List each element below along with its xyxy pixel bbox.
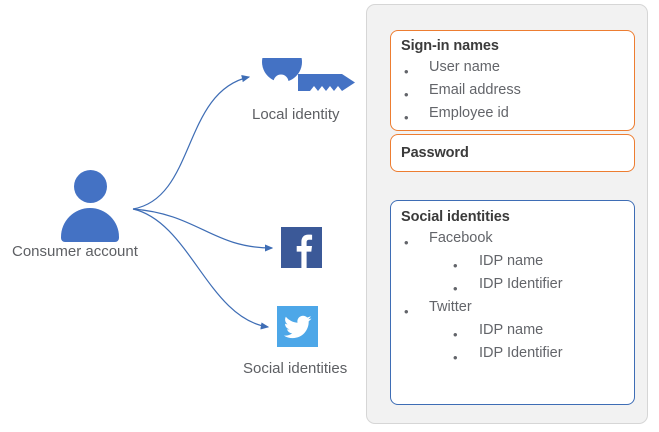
social-provider-facebook: Facebook [429,230,493,246]
sign-in-item-user-name: User name [429,59,500,75]
twitter-icon [277,306,318,347]
social-identities-box: Social identities • Facebook • IDP name … [390,200,635,405]
facebook-attribute-idp-identifier: IDP Identifier [479,276,563,292]
twitter-attribute-idp-name: IDP name [479,322,544,338]
person-body-shape [61,208,119,242]
social-identities-caption: Social identities [243,360,348,377]
person-icon [60,170,120,242]
arrow-to-facebook [132,208,274,252]
social-identities-title: Social identities [401,209,510,225]
sign-in-item-employee-id: Employee id [429,105,509,121]
bullet-dot: • [404,235,409,250]
twitter-attribute-idp-identifier: IDP Identifier [479,345,563,361]
bullet-dot: • [453,327,458,342]
key-icon [258,58,358,106]
bullet-dot: • [404,304,409,319]
sign-in-names-box: Sign-in names • User name • Email addres… [390,30,635,131]
arrow-to-local-identity [132,75,251,210]
facebook-icon [281,227,322,268]
local-identity-label: Local identity [252,106,340,123]
bullet-dot: • [404,64,409,79]
password-title: Password [401,145,469,161]
bullet-dot: • [404,87,409,102]
sign-in-item-email-address: Email address [429,82,521,98]
person-head-shape [74,170,107,203]
consumer-account-label: Consumer account [12,243,138,260]
bullet-dot: • [453,350,458,365]
bullet-dot: • [404,110,409,125]
social-provider-twitter: Twitter [429,299,472,315]
sign-in-names-title: Sign-in names [401,38,499,54]
facebook-attribute-idp-name: IDP name [479,253,544,269]
bullet-dot: • [453,258,458,273]
password-box: Password [390,134,635,172]
bullet-dot: • [453,281,458,296]
arrow-to-twitter [132,208,270,330]
